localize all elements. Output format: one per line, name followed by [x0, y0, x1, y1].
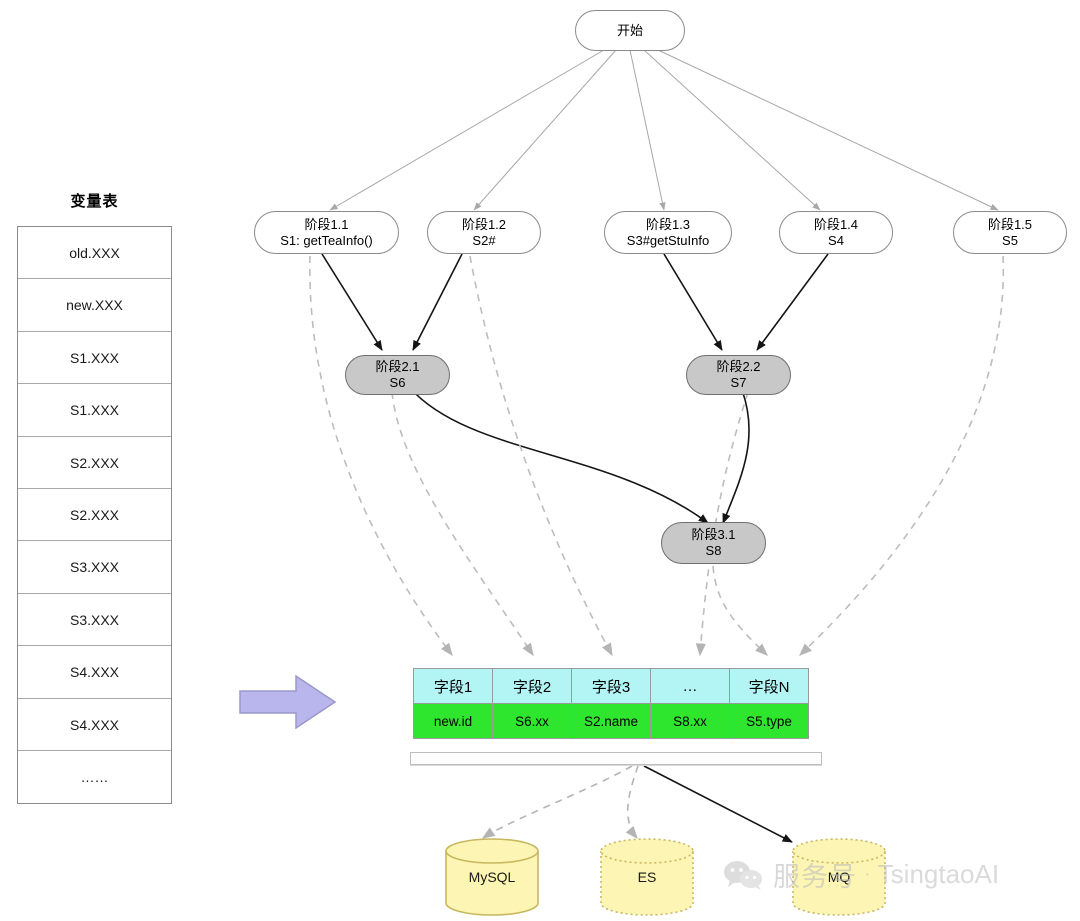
node-stage-1-1-line1: 阶段1.1: [304, 216, 349, 232]
field-value-cell[interactable]: S2.name: [571, 703, 651, 739]
datastore-mq[interactable]: MQ: [790, 838, 888, 916]
node-stage-1-5-line2: S5: [1002, 232, 1018, 248]
cylinder-icon: [792, 838, 886, 916]
wechat-icon: [724, 860, 762, 890]
list-item[interactable]: S1.XXX: [18, 332, 171, 385]
node-stage-3-1-line2: S8: [705, 543, 722, 558]
node-stage-2-2-line1: 阶段2.2: [716, 359, 761, 374]
list-item[interactable]: S2.XXX: [18, 437, 171, 489]
watermark-brand: TsingtaoAI: [877, 859, 1000, 889]
node-stage-1-3-line1: 阶段1.3: [645, 216, 691, 232]
field-header-cell[interactable]: 字段2: [492, 668, 572, 704]
list-item[interactable]: S2.XXX: [18, 489, 171, 542]
node-stage-2-2-line2: S7: [730, 375, 747, 390]
list-item[interactable]: ……: [80, 768, 109, 785]
datastore-mq-label: MQ: [827, 869, 851, 885]
field-table: 字段1 字段2 字段3 … 字段N new.id S6.xx S2.name S…: [413, 668, 809, 739]
node-stage-1-2[interactable]: 阶段1.2 S2#: [427, 211, 541, 254]
node-stage-1-4-line1: 阶段1.4: [813, 216, 859, 232]
node-stage-1-1[interactable]: 阶段1.1 S1: getTeaInfo(): [254, 211, 399, 254]
field-value-cell[interactable]: new.id: [413, 703, 493, 739]
datastore-es-label: ES: [637, 869, 657, 885]
node-stage-1-2-line2: S2#: [472, 232, 496, 248]
node-stage-3-1-line1: 阶段3.1: [691, 527, 736, 542]
node-stage-1-5[interactable]: 阶段1.5 S5: [953, 211, 1067, 254]
list-item[interactable]: S4.XXX: [18, 699, 171, 751]
datastore-mysql[interactable]: MySQL: [443, 838, 541, 916]
field-header-cell[interactable]: 字段3: [571, 668, 651, 704]
field-header-cell[interactable]: 字段1: [413, 668, 493, 704]
node-stage-2-2[interactable]: 阶段2.2 S7: [686, 355, 791, 395]
list-item[interactable]: S4.XXX: [18, 646, 171, 699]
variable-table-title: 变量表: [70, 193, 119, 210]
field-header-cell[interactable]: …: [650, 668, 730, 704]
field-value-cell[interactable]: S5.type: [729, 703, 809, 739]
node-start[interactable]: 开始: [575, 10, 685, 51]
node-stage-1-3-line2: S3#getStuInfo: [626, 232, 710, 248]
edge-group-stage1-to-stage2: [321, 253, 829, 351]
cylinder-icon: [445, 838, 539, 916]
node-stage-3-1[interactable]: 阶段3.1 S8: [661, 522, 766, 564]
cylinder-icon: [600, 838, 694, 916]
edge-group-stage2-to-stage3: [409, 387, 750, 524]
node-stage-1-3[interactable]: 阶段1.3 S3#getStuInfo: [604, 211, 732, 254]
node-stage-2-1-line2: S6: [389, 375, 406, 390]
table-row-headers: 字段1 字段2 字段3 … 字段N: [413, 668, 809, 704]
list-item[interactable]: S3.XXX: [18, 594, 171, 647]
edge-group-bar-to-sinks: [481, 765, 793, 843]
field-table-footer-bar: [410, 752, 822, 765]
transform-arrow-icon: [239, 674, 337, 730]
table-row-values: new.id S6.xx S2.name S8.xx S5.type: [413, 703, 809, 739]
list-item[interactable]: S3.XXX: [18, 541, 171, 594]
field-header-cell[interactable]: 字段N: [729, 668, 809, 704]
node-stage-1-5-line1: 阶段1.5: [987, 216, 1033, 232]
list-item[interactable]: S1.XXX: [18, 384, 171, 437]
list-item[interactable]: old.XXX: [18, 227, 171, 280]
node-start-label: 开始: [616, 22, 643, 38]
node-stage-1-4-line2: S4: [828, 232, 844, 248]
field-value-cell[interactable]: S6.xx: [492, 703, 572, 739]
list-item[interactable]: new.XXX: [18, 279, 171, 332]
variable-table: old.XXX new.XXX S1.XXX S1.XXX S2.XXX S2.…: [17, 226, 172, 805]
edge-group-dashed-to-fieldtable: [309, 255, 1005, 657]
node-stage-2-1[interactable]: 阶段2.1 S6: [345, 355, 450, 395]
node-stage-2-1-line1: 阶段2.1: [375, 359, 420, 374]
field-value-cell[interactable]: S8.xx: [650, 703, 730, 739]
node-stage-1-2-line1: 阶段1.2: [461, 216, 507, 232]
edge-group-start-to-stage1: [329, 49, 999, 211]
datastore-mysql-label: MySQL: [468, 869, 516, 885]
datastore-es[interactable]: ES: [598, 838, 696, 916]
node-stage-1-4[interactable]: 阶段1.4 S4: [779, 211, 893, 254]
node-stage-1-1-line2: S1: getTeaInfo(): [280, 232, 373, 248]
